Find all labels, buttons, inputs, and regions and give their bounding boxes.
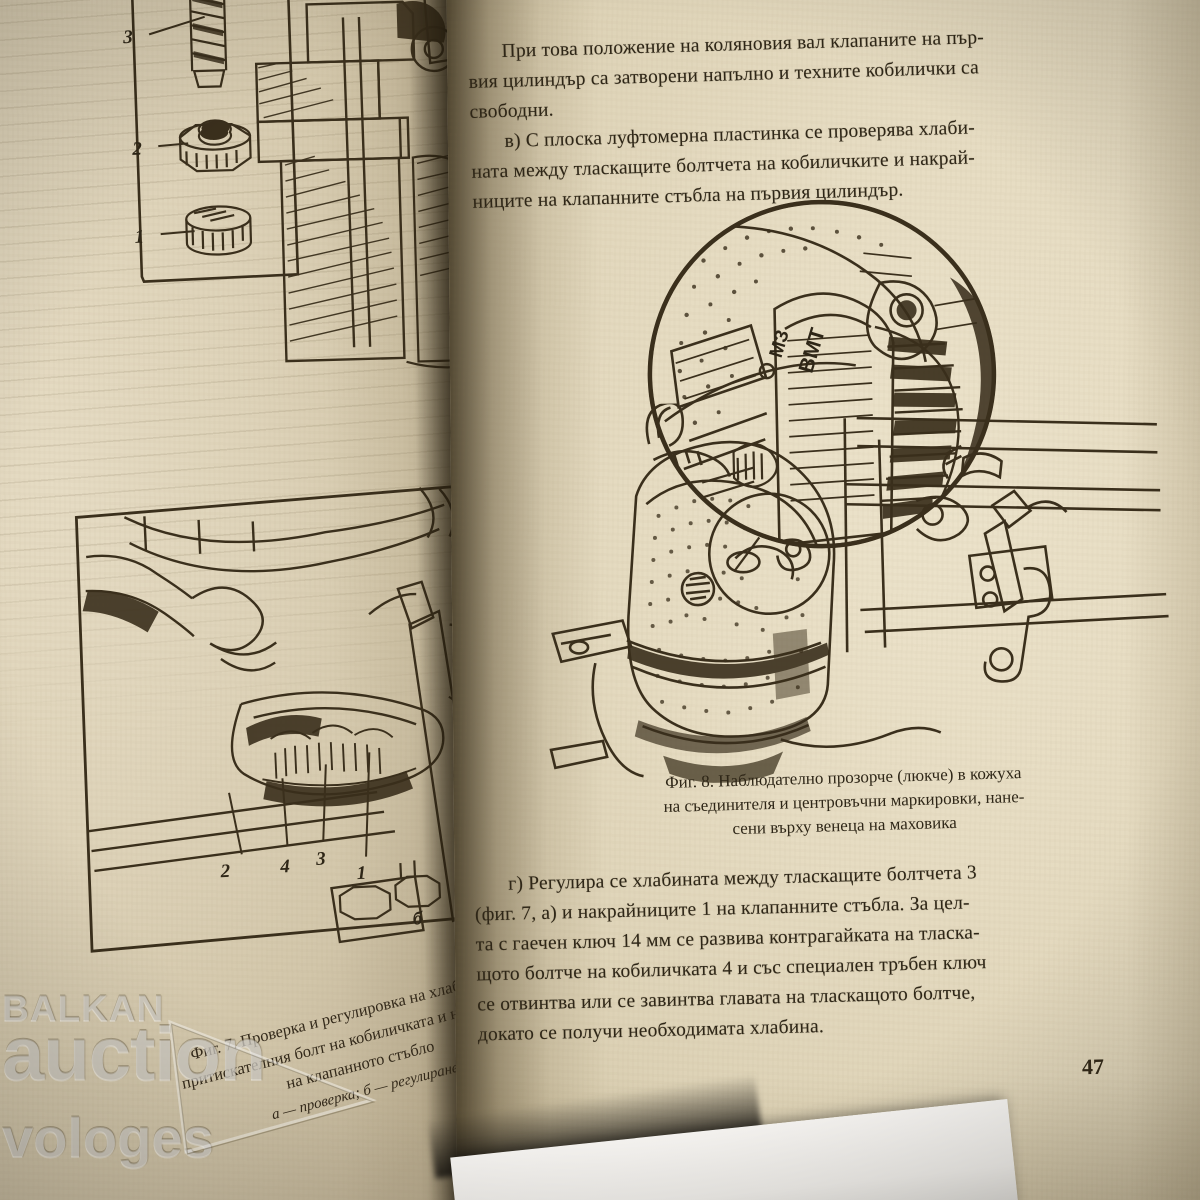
- figure-8-caption-line-3: сени върху венеца на маховика: [732, 812, 958, 839]
- svg-text:4: 4: [279, 856, 290, 877]
- svg-text:ВМТ: ВМТ: [795, 325, 830, 375]
- svg-text:2: 2: [131, 139, 143, 160]
- figure-8-magnifier-inset: ВМТ МЗ: [632, 184, 1020, 572]
- paragraph-3: г) Регулира се хлабината между тласкащит…: [474, 853, 1178, 1050]
- figure-8-caption-line-2: на съединителя и центровъчни маркировки,…: [663, 786, 1025, 817]
- svg-text:МЗ: МЗ: [766, 327, 794, 360]
- svg-text:1: 1: [134, 227, 144, 248]
- svg-text:3: 3: [315, 848, 326, 869]
- page-number: 47: [1081, 1053, 1105, 1080]
- svg-text:3: 3: [122, 27, 133, 48]
- figure-7-main-illustration: 2 4 3 1 в б: [64, 480, 515, 969]
- figure-8-clutch-housing: [526, 394, 1193, 787]
- figure-7-top-inset: 3 2 1: [112, 0, 505, 447]
- svg-text:1: 1: [356, 863, 366, 884]
- svg-text:2: 2: [219, 861, 231, 882]
